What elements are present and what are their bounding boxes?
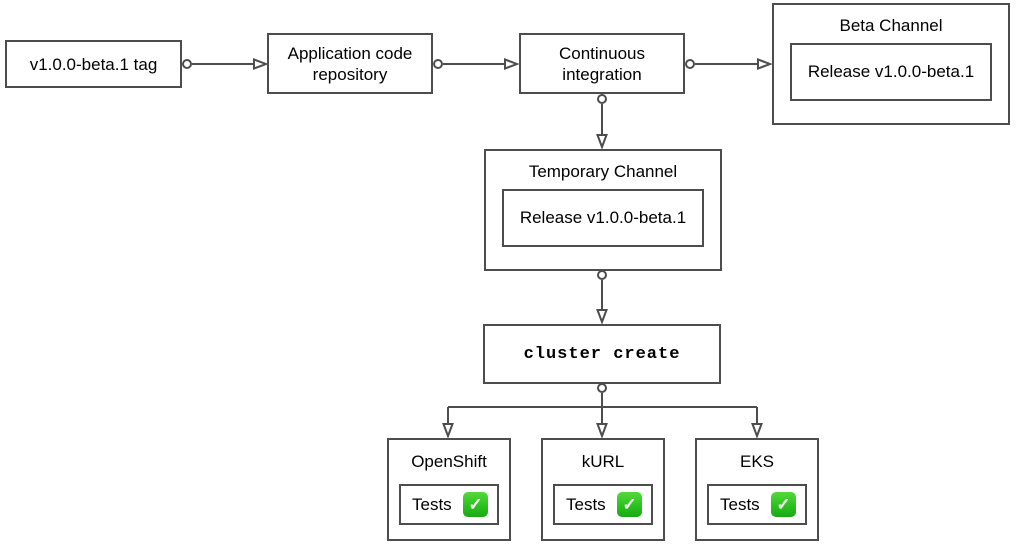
node-cluster-create: cluster create: [483, 324, 721, 384]
arrowhead-icon: [757, 58, 773, 70]
connector-source-dot: [433, 59, 443, 69]
connector-source-dot: [685, 59, 695, 69]
eks-tests-box: Tests ✓: [707, 484, 807, 525]
node-temporary-release-label: Release v1.0.0-beta.1: [519, 208, 687, 227]
node-cluster-create-label: cluster create: [523, 344, 681, 364]
check-icon: ✓: [617, 492, 642, 517]
node-continuous-integration-label: Continuous integration: [558, 43, 645, 84]
connector-source-dot: [182, 59, 192, 69]
arrowhead-icon: [596, 423, 608, 439]
connector-source-dot: [597, 270, 607, 280]
group-beta-channel-title: Beta Channel: [839, 16, 943, 35]
node-beta-release-label: Release v1.0.0-beta.1: [807, 62, 975, 81]
node-continuous-integration: Continuous integration: [519, 33, 685, 94]
group-beta-channel: Beta Channel Release v1.0.0-beta.1: [772, 3, 1010, 125]
node-version-tag-label: v1.0.0-beta.1 tag: [29, 54, 158, 74]
node-cluster-eks-title: EKS: [739, 452, 775, 471]
openshift-tests-box: Tests ✓: [399, 484, 499, 525]
arrowhead-icon: [504, 58, 520, 70]
arrowhead-icon: [253, 58, 269, 70]
tests-label: Tests: [412, 494, 452, 514]
node-cluster-kurl: kURL Tests ✓: [541, 438, 665, 541]
kurl-tests-box: Tests ✓: [553, 484, 653, 525]
group-temporary-channel: Temporary Channel Release v1.0.0-beta.1: [484, 149, 722, 271]
node-app-repo: Application code repository: [267, 33, 433, 94]
node-app-repo-label: Application code repository: [287, 43, 413, 84]
check-icon: ✓: [463, 492, 488, 517]
arrowhead-icon: [442, 423, 454, 439]
node-cluster-kurl-title: kURL: [581, 452, 625, 471]
node-version-tag: v1.0.0-beta.1 tag: [5, 40, 182, 88]
node-cluster-openshift: OpenShift Tests ✓: [387, 438, 511, 541]
check-glyph: ✓: [468, 494, 483, 514]
node-temporary-release: Release v1.0.0-beta.1: [502, 189, 704, 247]
node-beta-release: Release v1.0.0-beta.1: [790, 43, 992, 101]
arrowhead-icon: [596, 309, 608, 325]
node-cluster-eks: EKS Tests ✓: [695, 438, 819, 541]
tests-label: Tests: [720, 494, 760, 514]
check-icon: ✓: [771, 492, 796, 517]
node-cluster-openshift-title: OpenShift: [411, 452, 487, 471]
arrowhead-icon: [751, 423, 763, 439]
arrowhead-icon: [596, 134, 608, 150]
connector-source-dot: [597, 383, 607, 393]
check-glyph: ✓: [622, 494, 637, 514]
check-glyph: ✓: [776, 494, 791, 514]
group-temporary-channel-title: Temporary Channel: [528, 162, 678, 181]
connector-source-dot: [597, 94, 607, 104]
tests-label: Tests: [566, 494, 606, 514]
